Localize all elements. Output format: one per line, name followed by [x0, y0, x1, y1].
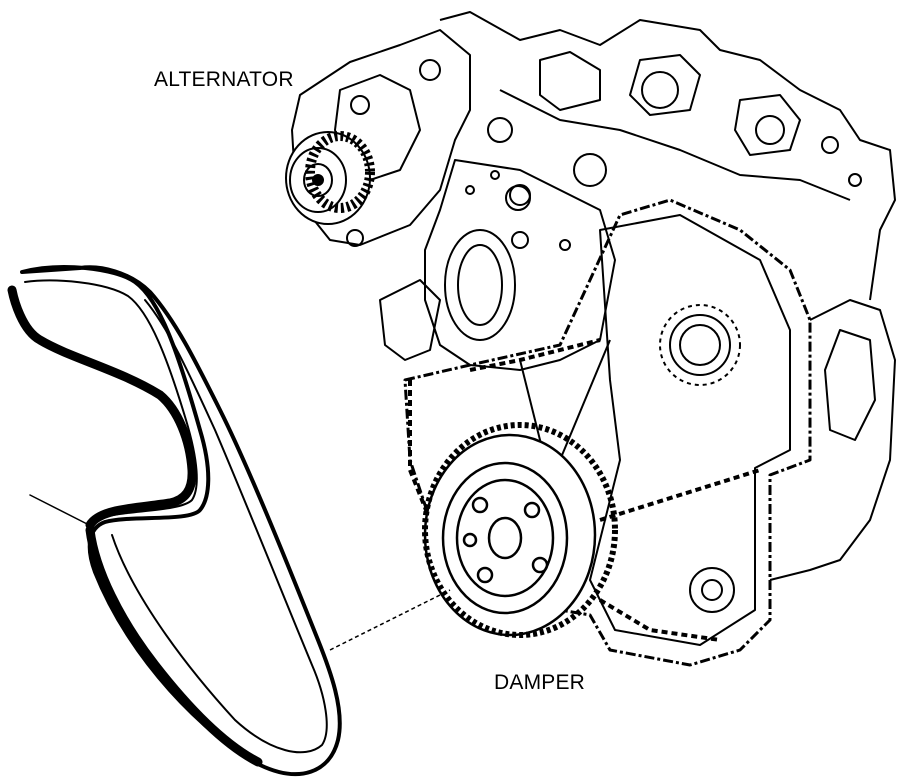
belt-ribbed-face — [7, 285, 197, 530]
head-bolt-2 — [848, 173, 862, 187]
head-bolt — [821, 136, 839, 154]
bracket-bolt — [350, 95, 370, 115]
engine-block — [291, 11, 896, 667]
bracket-bolt-2 — [346, 229, 364, 247]
damper-bolt-4 — [476, 566, 494, 584]
belt-inner-edge-2 — [111, 299, 328, 754]
crank-damper — [422, 422, 618, 638]
head-port-circle — [641, 71, 679, 109]
front-plate-hole-5 — [490, 170, 500, 180]
water-pump-pulley — [689, 567, 735, 613]
timing-chain-left — [408, 380, 432, 521]
water-pump-hub — [701, 579, 723, 601]
front-plate-opening — [444, 229, 516, 341]
front-plate-hole-4 — [465, 185, 475, 195]
engine-mount-left — [379, 279, 441, 361]
timing-chain-lower — [599, 468, 761, 522]
head-ports — [539, 51, 801, 156]
front-plate-opening-inner — [457, 244, 503, 326]
front-plate-hole-3 — [559, 239, 571, 251]
bracket-bolt-3 — [419, 59, 441, 81]
cylinder-head — [439, 11, 896, 301]
front-plate-hole — [505, 185, 531, 211]
head-port-circle-4 — [573, 153, 607, 187]
head-port-circle-2 — [755, 115, 785, 145]
damper-bolt-5 — [462, 532, 478, 548]
timing-chain-bottom — [598, 598, 721, 642]
head-lower-edge — [499, 89, 851, 201]
damper-bolt-1 — [471, 496, 489, 514]
damper-label: DAMPER — [494, 671, 586, 694]
damper-bolt-3 — [531, 556, 549, 574]
serpentine-belt — [7, 265, 342, 776]
alternator-label: ALTERNATOR — [154, 68, 294, 91]
block-right-detail — [824, 329, 876, 441]
front-plate — [424, 159, 616, 371]
alternator-pulley — [285, 131, 375, 225]
belt-inner-edge — [24, 279, 198, 519]
belt-ribbed-face-lower — [85, 525, 263, 767]
head-port-circle-3 — [487, 117, 513, 143]
cam-gear — [659, 304, 741, 386]
damper-bolt-2 — [523, 501, 541, 519]
front-plate-hole-2 — [511, 231, 529, 249]
brace-2 — [559, 339, 611, 461]
block-right-side — [769, 299, 896, 581]
damper-leader-line — [329, 589, 451, 651]
timing-cover-inner — [589, 214, 791, 646]
belt-leader-line — [29, 494, 96, 529]
